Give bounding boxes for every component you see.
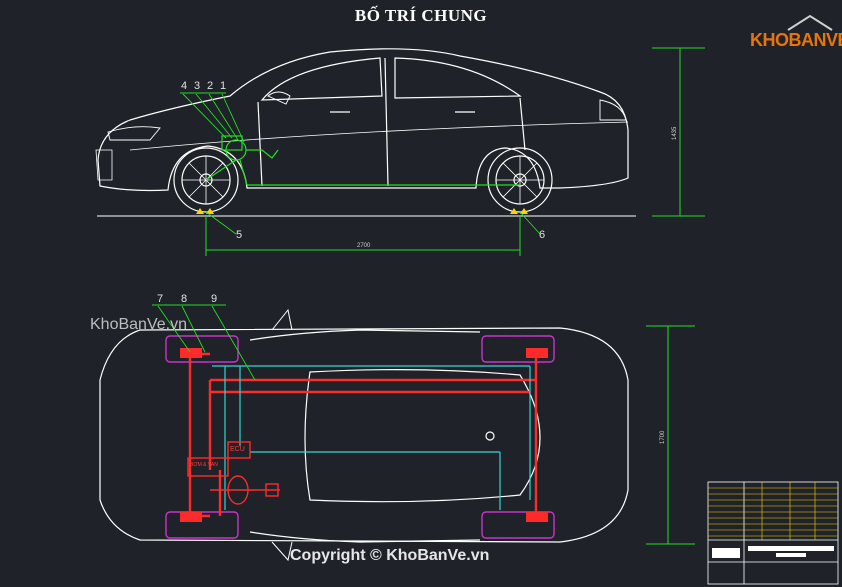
top-view-car: [99, 308, 629, 562]
watermark: KhoBanVe.vn: [90, 316, 187, 333]
callout-2: 2: [207, 80, 214, 92]
track-dimension: 1700: [660, 430, 666, 444]
top-dimensions: [646, 325, 695, 545]
side-callout-leaders: [180, 92, 541, 235]
house-roof-icon: [787, 14, 833, 31]
copyright-notice: Copyright © KhoBanVe.vn: [290, 547, 490, 564]
side-wheel-markers: [196, 208, 528, 214]
title-block: [707, 481, 839, 585]
callout-1: 1: [220, 80, 227, 92]
side-brake-system: [205, 135, 520, 186]
top-callout-leaders: [152, 304, 256, 381]
drawing-title: BỐ TRÍ CHUNG: [354, 6, 488, 25]
top-sensor-lines: [212, 365, 531, 510]
callout-6: 6: [539, 229, 546, 241]
callout-5: 5: [236, 229, 243, 241]
pump-module-box: [187, 457, 229, 477]
wheelbase-dimension: 2700: [357, 243, 371, 249]
logo-text: KHOBANVE: [750, 30, 842, 50]
side-view-car: [95, 48, 636, 217]
callout-3: 3: [194, 80, 201, 92]
ecu-label: ECU: [230, 446, 245, 453]
callout-4: 4: [181, 80, 188, 92]
side-dimensions: [205, 47, 705, 256]
top-components: [187, 441, 280, 505]
top-brake-lines: [180, 348, 548, 522]
callout-8: 8: [181, 293, 188, 305]
callout-7: 7: [157, 293, 164, 305]
brand-logo: KHOBANVE: [748, 14, 842, 54]
height-dimension: 1435: [672, 126, 678, 140]
ecu-box: [227, 441, 251, 459]
callout-9: 9: [211, 293, 218, 305]
pump-module-label: BƠM & VAN: [190, 462, 218, 468]
